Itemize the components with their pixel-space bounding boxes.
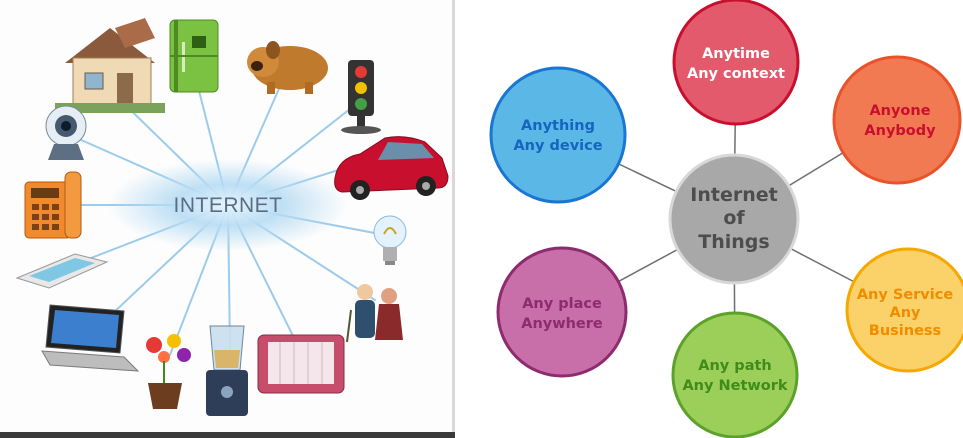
node-anyservice: Any Service Any Business [845,247,963,373]
elderly-couple-icon [346,284,403,343]
node-anytime-line1: Anytime [702,46,770,62]
hub-label: INTERNET [174,194,283,217]
node-anyone: Anyone Anybody [832,55,962,185]
node-anyservice-line1: Any Service [857,287,953,303]
center-line1: Internet [690,184,777,206]
node-anytime-line2: Any context [687,66,785,82]
node-anything-line2: Any device [513,138,602,154]
blender-icon [206,325,248,416]
refrigerator-icon [169,19,219,93]
hub-glow [108,159,348,251]
node-anyplace: Any place Anywhere [496,246,628,378]
house-icon [55,18,165,113]
node-anyone-line1: Anyone [869,103,930,119]
internet-hub-illustration: INTERNET [15,18,449,416]
node-center-iot: Internet of Things [668,153,800,285]
dog-icon [247,41,328,94]
concept-nodes: Anytime Any context Anyone Anybody Anyth… [489,0,963,438]
node-anyservice-line3: Business [869,323,941,339]
webcam-icon [45,105,87,160]
node-anytime: Anytime Any context [672,0,800,126]
node-anyplace-line2: Anywhere [521,316,603,332]
node-anything: Anything Any device [489,66,627,204]
node-anyplace-line1: Any place [522,296,602,312]
traffic-light-icon [341,60,381,134]
center-line3: Things [698,231,769,253]
car-icon [334,136,449,200]
flower-pot-icon [146,334,191,409]
telephone-icon [24,171,82,239]
laptop-icon [41,304,140,372]
center-line2: of [723,207,745,229]
node-anypath: Any path Any Network [671,311,799,438]
node-anyone-line2: Anybody [864,123,936,139]
iot-concept-diagram: Anytime Any context Anyone Anybody Anyth… [489,0,963,438]
node-anything-line1: Anything [521,118,595,134]
light-bulb-icon [373,215,407,265]
node-anyservice-line2: Any [890,305,922,321]
pool-icon [15,253,109,289]
panel-bottom-edge [0,432,455,438]
node-anypath-line1: Any path [698,358,771,374]
crib-icon [257,334,345,394]
node-anypath-line2: Any Network [682,378,787,394]
panel-divider [452,0,455,438]
